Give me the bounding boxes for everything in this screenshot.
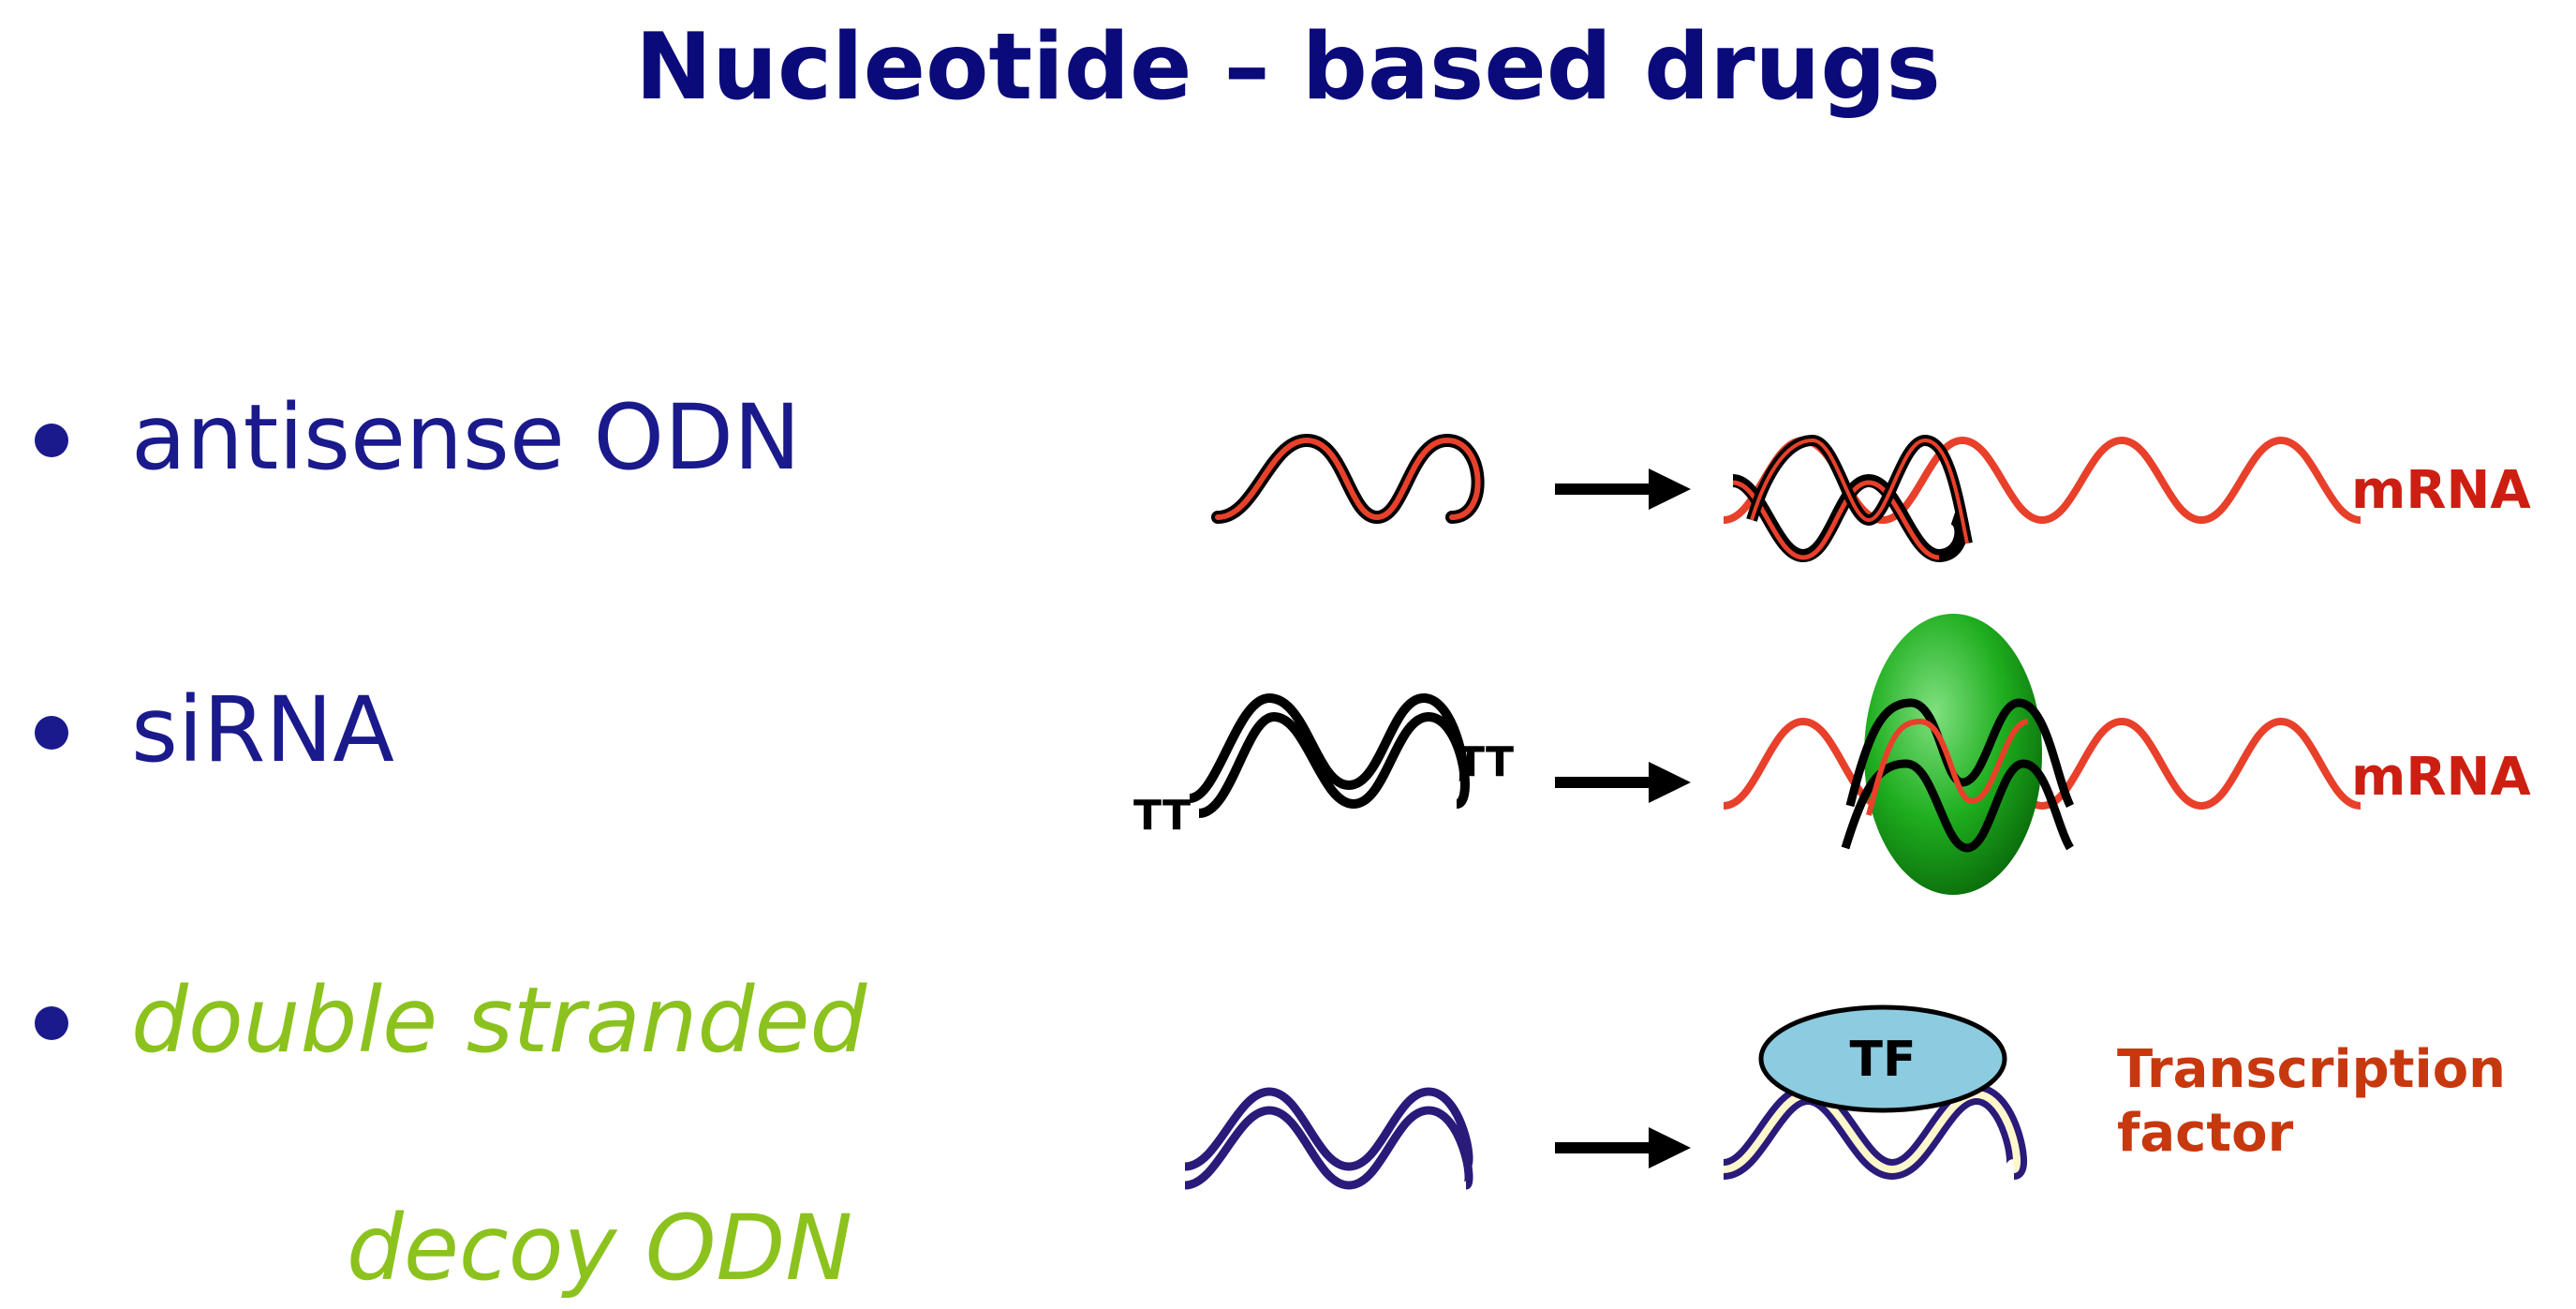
transcription-factor-icon: TF xyxy=(1758,1004,2007,1113)
arrow-icon-1 xyxy=(1555,469,1691,510)
antisense-oligo-icon xyxy=(1211,433,1485,525)
mrna-strand-icon-1 xyxy=(1723,436,2361,525)
tf-label: TF xyxy=(1850,1032,1917,1088)
sirna-duplex-icon xyxy=(1188,692,1470,818)
tt-overhang-right: TT xyxy=(1457,738,1514,786)
antisense-bound-icon xyxy=(1731,434,1973,563)
sirna-guide-strands-icon xyxy=(1841,698,2075,853)
page-title: Nucleotide – based drugs xyxy=(635,14,1941,121)
bullet-decoy-line2: decoy ODN xyxy=(347,1196,852,1301)
arrow-icon-2 xyxy=(1555,762,1691,803)
bullet-dot-3 xyxy=(35,1006,68,1040)
arrow-icon-3 xyxy=(1555,1127,1691,1168)
decoy-bound-duplex-icon xyxy=(1722,1083,2027,1181)
transcription-factor-label-line2: factor xyxy=(2117,1103,2294,1164)
bullet-antisense: antisense ODN xyxy=(131,385,801,490)
bullet-sirna: siRNA xyxy=(131,677,394,782)
tt-overhang-left: TT xyxy=(1133,792,1191,840)
mrna-label-1: mRNA xyxy=(2351,460,2531,521)
mrna-label-2: mRNA xyxy=(2351,747,2531,808)
risc-complex-icon xyxy=(1864,614,2042,895)
bullet-dot-1 xyxy=(35,424,68,457)
decoy-duplex-icon xyxy=(1184,1087,1473,1190)
transcription-factor-label-line1: Transcription xyxy=(2117,1039,2506,1100)
bullet-dot-2 xyxy=(35,716,68,750)
bullet-decoy-line1: double stranded xyxy=(131,968,868,1073)
mrna-strand-icon-2 xyxy=(1723,717,2361,811)
